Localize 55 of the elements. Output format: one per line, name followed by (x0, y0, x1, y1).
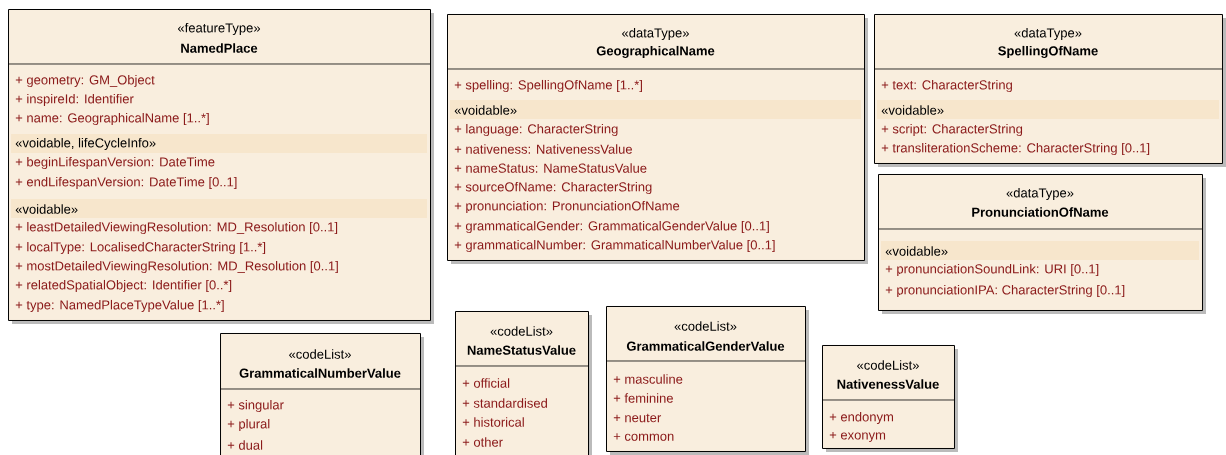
attribute-text: + nativeness: NativenessValue (454, 144, 632, 154)
stereotype-label: «codeList» (289, 349, 351, 359)
stereotype-label: «codeList» (674, 321, 737, 331)
stereotype-label: «featureType» (178, 22, 261, 36)
attribute-text: + nameStatus: NameStatusValue (454, 163, 647, 173)
compartment-header: «voidable» (450, 100, 861, 119)
attribute-text: + plural (227, 418, 270, 432)
attribute-text: + inspireId: Identifier (15, 93, 134, 107)
attribute-text: + type: NamedPlaceTypeValue [1..*] (15, 299, 224, 313)
attribute-text: + script: CharacterString (881, 123, 1023, 137)
class-name: GrammaticalNumberValue (239, 368, 401, 378)
compartment-header: «voidable, lifeCycleInfo» (11, 134, 427, 153)
attribute-text: + pronunciationSoundLink: URI [0..1] (885, 263, 1099, 277)
attribute-text: + exonym (829, 431, 886, 443)
class-name: PronunciationOfName (972, 207, 1109, 217)
attribute-text: + endLifespanVersion: DateTime [0..1] (15, 176, 237, 190)
stereotype-label: «dataType» (1014, 27, 1082, 41)
attribute-text: + neuter (613, 413, 662, 423)
attribute-text: + other (462, 437, 503, 447)
compartment-header: «voidable» (877, 100, 1219, 119)
attribute-text: + relatedSpatialObject: Identifier [0..*] (15, 279, 232, 293)
stereotype-label: «codeList» (490, 326, 553, 336)
attribute-text: + spelling: SpellingOfName [1..*] (454, 79, 642, 93)
attribute-text: + name: GeographicalName [1..*] (15, 112, 209, 126)
attribute-text: + sourceOfName: CharacterString (454, 181, 652, 195)
attribute-text: + text: CharacterString (881, 79, 1012, 93)
class-name: NativenessValue (837, 379, 939, 389)
class-name: NameStatusValue (467, 345, 576, 355)
attribute-text: + grammaticalNumber: GrammaticalNumberValue [0..1] (454, 239, 775, 253)
class-name: GrammaticalGenderValue (626, 341, 785, 351)
attribute-text: + leastDetailedViewingResolution: MD_Resolution [0..1] (15, 221, 338, 235)
attribute-text: + standardised (462, 398, 547, 408)
attribute-text: + feminine (613, 393, 673, 403)
class-name: GeographicalName (596, 45, 715, 59)
attribute-text: + localType: LocalisedCharacterString [1..*] (15, 241, 266, 255)
attribute-text: + endonym (829, 411, 893, 425)
stereotype-label: «dataType» (1006, 187, 1074, 201)
class-name: SpellingOfName (998, 45, 1098, 59)
attribute-text: + transliterationScheme: CharacterString [0..1] (881, 142, 1150, 156)
stereotype-label: «codeList» (857, 360, 919, 370)
attribute-text: + masculine (613, 374, 683, 384)
attribute-text: + geometry: GM_Object (15, 74, 155, 88)
attribute-text: + language: CharacterString (454, 123, 618, 137)
attribute-text: + singular (227, 399, 284, 413)
attribute-text: + official (462, 378, 510, 388)
attribute-text: + pronunciationIPA: CharacterString [0..1] (885, 284, 1125, 298)
class-name: NamedPlace (181, 43, 258, 53)
stereotype-label: «dataType» (622, 27, 689, 41)
attribute-text: + grammaticalGender: GrammaticalGenderValue [0..1] (454, 220, 769, 234)
attribute-text: + beginLifespanVersion: DateTime (15, 156, 215, 170)
attribute-text: + dual (227, 440, 263, 450)
attribute-text: + pronunciation: PronunciationOfName (454, 200, 680, 214)
attribute-text: + common (613, 433, 674, 441)
attribute-text: + mostDetailedViewingResolution: MD_Resolution [0..1] (15, 260, 338, 274)
attribute-text: + historical (462, 417, 524, 427)
